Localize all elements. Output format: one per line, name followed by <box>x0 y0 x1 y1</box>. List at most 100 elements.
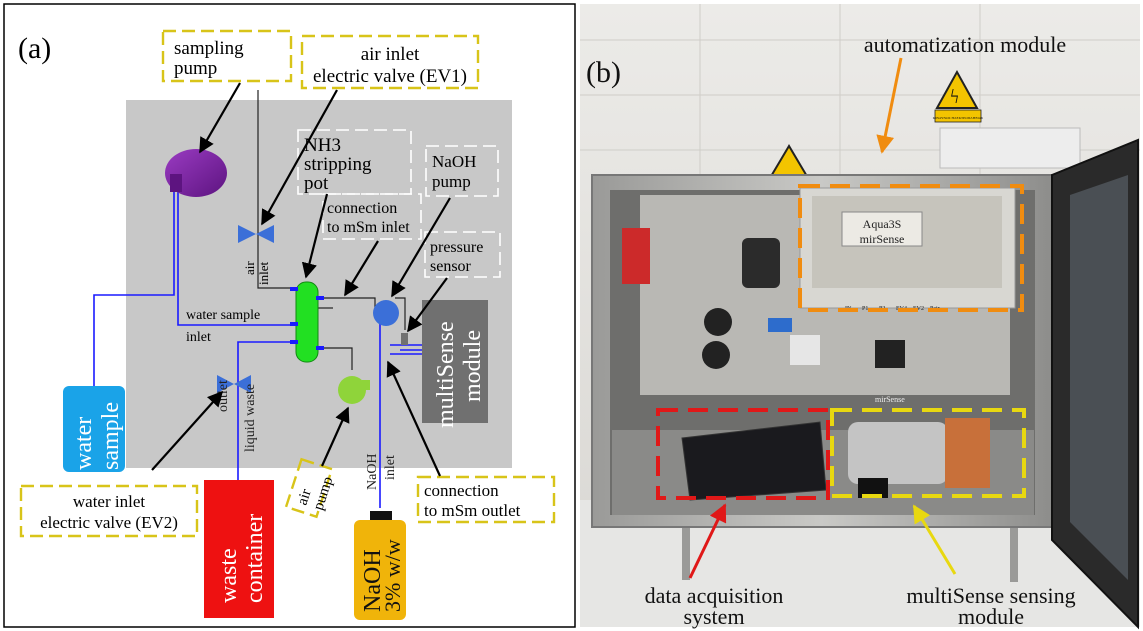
air-pump-port <box>362 380 370 390</box>
stripping-pot <box>290 281 324 363</box>
valve-unit-2 <box>702 341 730 369</box>
multisense-label-1b: multiSense sensing <box>906 583 1075 608</box>
valve-ev2-left <box>217 375 234 393</box>
power-supply <box>622 228 650 284</box>
controller-label-2: mirSense <box>860 232 905 246</box>
cabinet-leg-left <box>682 520 690 580</box>
waste-container: waste container <box>204 480 274 618</box>
waste-label-2: container <box>242 514 268 603</box>
water-sample-label-1: water <box>71 417 97 470</box>
stripping-pot-body <box>295 281 319 363</box>
automatization-box <box>798 184 1024 312</box>
sampling-pump <box>165 149 227 197</box>
multisense-module: multiSense module <box>422 300 488 428</box>
multisense-label-1: multiSense <box>433 321 459 428</box>
water-sample-label-2: sample <box>98 402 124 470</box>
wall-tiles <box>580 4 1140 180</box>
air-inlet-valve-text-2: electric valve (EV1) <box>313 66 467 87</box>
connection-inlet-box <box>322 193 422 240</box>
small-pump <box>875 340 905 368</box>
multisense-box <box>830 408 1026 498</box>
pot-port-1 <box>290 287 298 291</box>
arrow-naoh-pump <box>391 197 451 298</box>
pot-port-2 <box>290 322 298 326</box>
tubing <box>93 190 422 508</box>
air-pump-box <box>284 457 334 519</box>
tube-airpump <box>318 347 353 370</box>
warning-sign-text: ΚΙΝΔΥΝΟΣ ΗΛΕΚΤΡΟΠΛΗΞΙΑΣ <box>933 116 983 120</box>
data-acquisition-label-1: data acquisition <box>645 583 784 608</box>
tube-sample-line-2 <box>177 190 300 326</box>
arrow-conn-inlet <box>344 240 379 297</box>
stripping-pot-text-2: stripping <box>304 154 372 175</box>
valve-ev1-right <box>256 225 274 243</box>
air-inlet-valve-text-1: air inlet <box>361 44 420 65</box>
pressure-sensor <box>401 333 408 345</box>
naoh-pump-text-1: NaOH <box>432 152 476 171</box>
arrow-conn-outlet <box>386 360 442 477</box>
cabinet-door-glass <box>1070 175 1128 580</box>
data-acquisition-box <box>656 408 830 500</box>
naoh-label-1: NaOH <box>360 549 386 612</box>
arrow-pressure <box>407 277 448 333</box>
pressure-sensor-text-1: pressure <box>430 239 483 256</box>
valve-ev2-right <box>234 375 251 393</box>
naoh-pump <box>373 300 399 326</box>
waste-container-body <box>204 480 274 618</box>
multisense-label-2: module <box>460 330 486 402</box>
naoh-cap <box>370 511 392 521</box>
water-sample-block: water sample <box>63 386 125 472</box>
air-inlet-valve <box>238 225 274 243</box>
warning-sign-electric <box>935 69 979 109</box>
white-manifold <box>790 335 820 365</box>
naoh-pump-box <box>425 145 499 197</box>
arrow-water-valve <box>151 390 224 471</box>
pressure-sensor-box <box>424 231 501 278</box>
air-inlet-valve-box <box>300 34 480 90</box>
multisense-module-body <box>422 300 488 423</box>
black-pump <box>742 238 780 288</box>
water-inlet-valve <box>217 375 251 393</box>
pot-port-3 <box>290 340 298 344</box>
tube-pump-to-sensor <box>395 297 406 330</box>
valve-ev1-left <box>238 225 256 243</box>
waste-label-1: waste <box>216 548 242 603</box>
panel-a-label: (a) <box>18 32 51 65</box>
naoh-label-2: 3% w/w <box>380 539 405 612</box>
controller-label-1: Aqua3S <box>863 217 902 231</box>
air-inlet-label-1: air <box>242 261 257 275</box>
sensor-brand: mirSense <box>875 395 905 404</box>
panel-b-label: (b) <box>586 56 621 89</box>
stripping-pot-text-1: NH3 <box>304 135 341 156</box>
sampling-pump-port <box>170 174 182 192</box>
connection-outlet-box <box>416 475 556 524</box>
stripping-pot-text-3: pot <box>304 173 329 194</box>
air-pump <box>338 376 366 404</box>
water-inlet-valve-text-2: electric valve (EV2) <box>40 513 178 532</box>
water-inlet-valve-text-1: water inlet <box>73 492 145 511</box>
naoh-inlet-label-1: NaOH <box>365 453 380 490</box>
sensor-copper <box>945 418 990 488</box>
liquid-waste-label-1: liquid waste <box>243 384 258 452</box>
tube-sample-line <box>93 190 175 388</box>
water-sample-inlet-label-2: inlet <box>186 330 211 345</box>
naoh-bottle-body <box>354 520 406 620</box>
tube-waste-line <box>237 341 300 480</box>
connection-outlet-text-1: connection <box>424 481 499 500</box>
sensor-foam <box>858 478 888 498</box>
air-pump-text-1: air <box>295 487 315 507</box>
naoh-pump-text-2: pump <box>432 172 471 191</box>
panel-a: (a) <box>3 3 576 628</box>
automatization-arrow <box>876 57 903 154</box>
valve-unit-1 <box>704 308 732 336</box>
multisense-label-2b: module <box>958 604 1024 629</box>
water-sample-inlet-label-1: water sample <box>186 308 260 323</box>
controller-display <box>841 211 923 247</box>
pot-port-4 <box>316 296 324 300</box>
arrow-air-pump <box>320 406 350 467</box>
channel-1: P1 <box>862 306 868 312</box>
multisense-arrow <box>912 504 957 575</box>
panel-b: ϟ ΚΙΝΔΥΝΟΣ ΗΛΕΚΤΡΟΠΛΗΞΙΑΣ Aqua3S mirSens… <box>580 4 1140 630</box>
naoh-bottle: NaOH 3% w/w <box>354 511 406 620</box>
warning-sign-plate <box>934 109 982 123</box>
